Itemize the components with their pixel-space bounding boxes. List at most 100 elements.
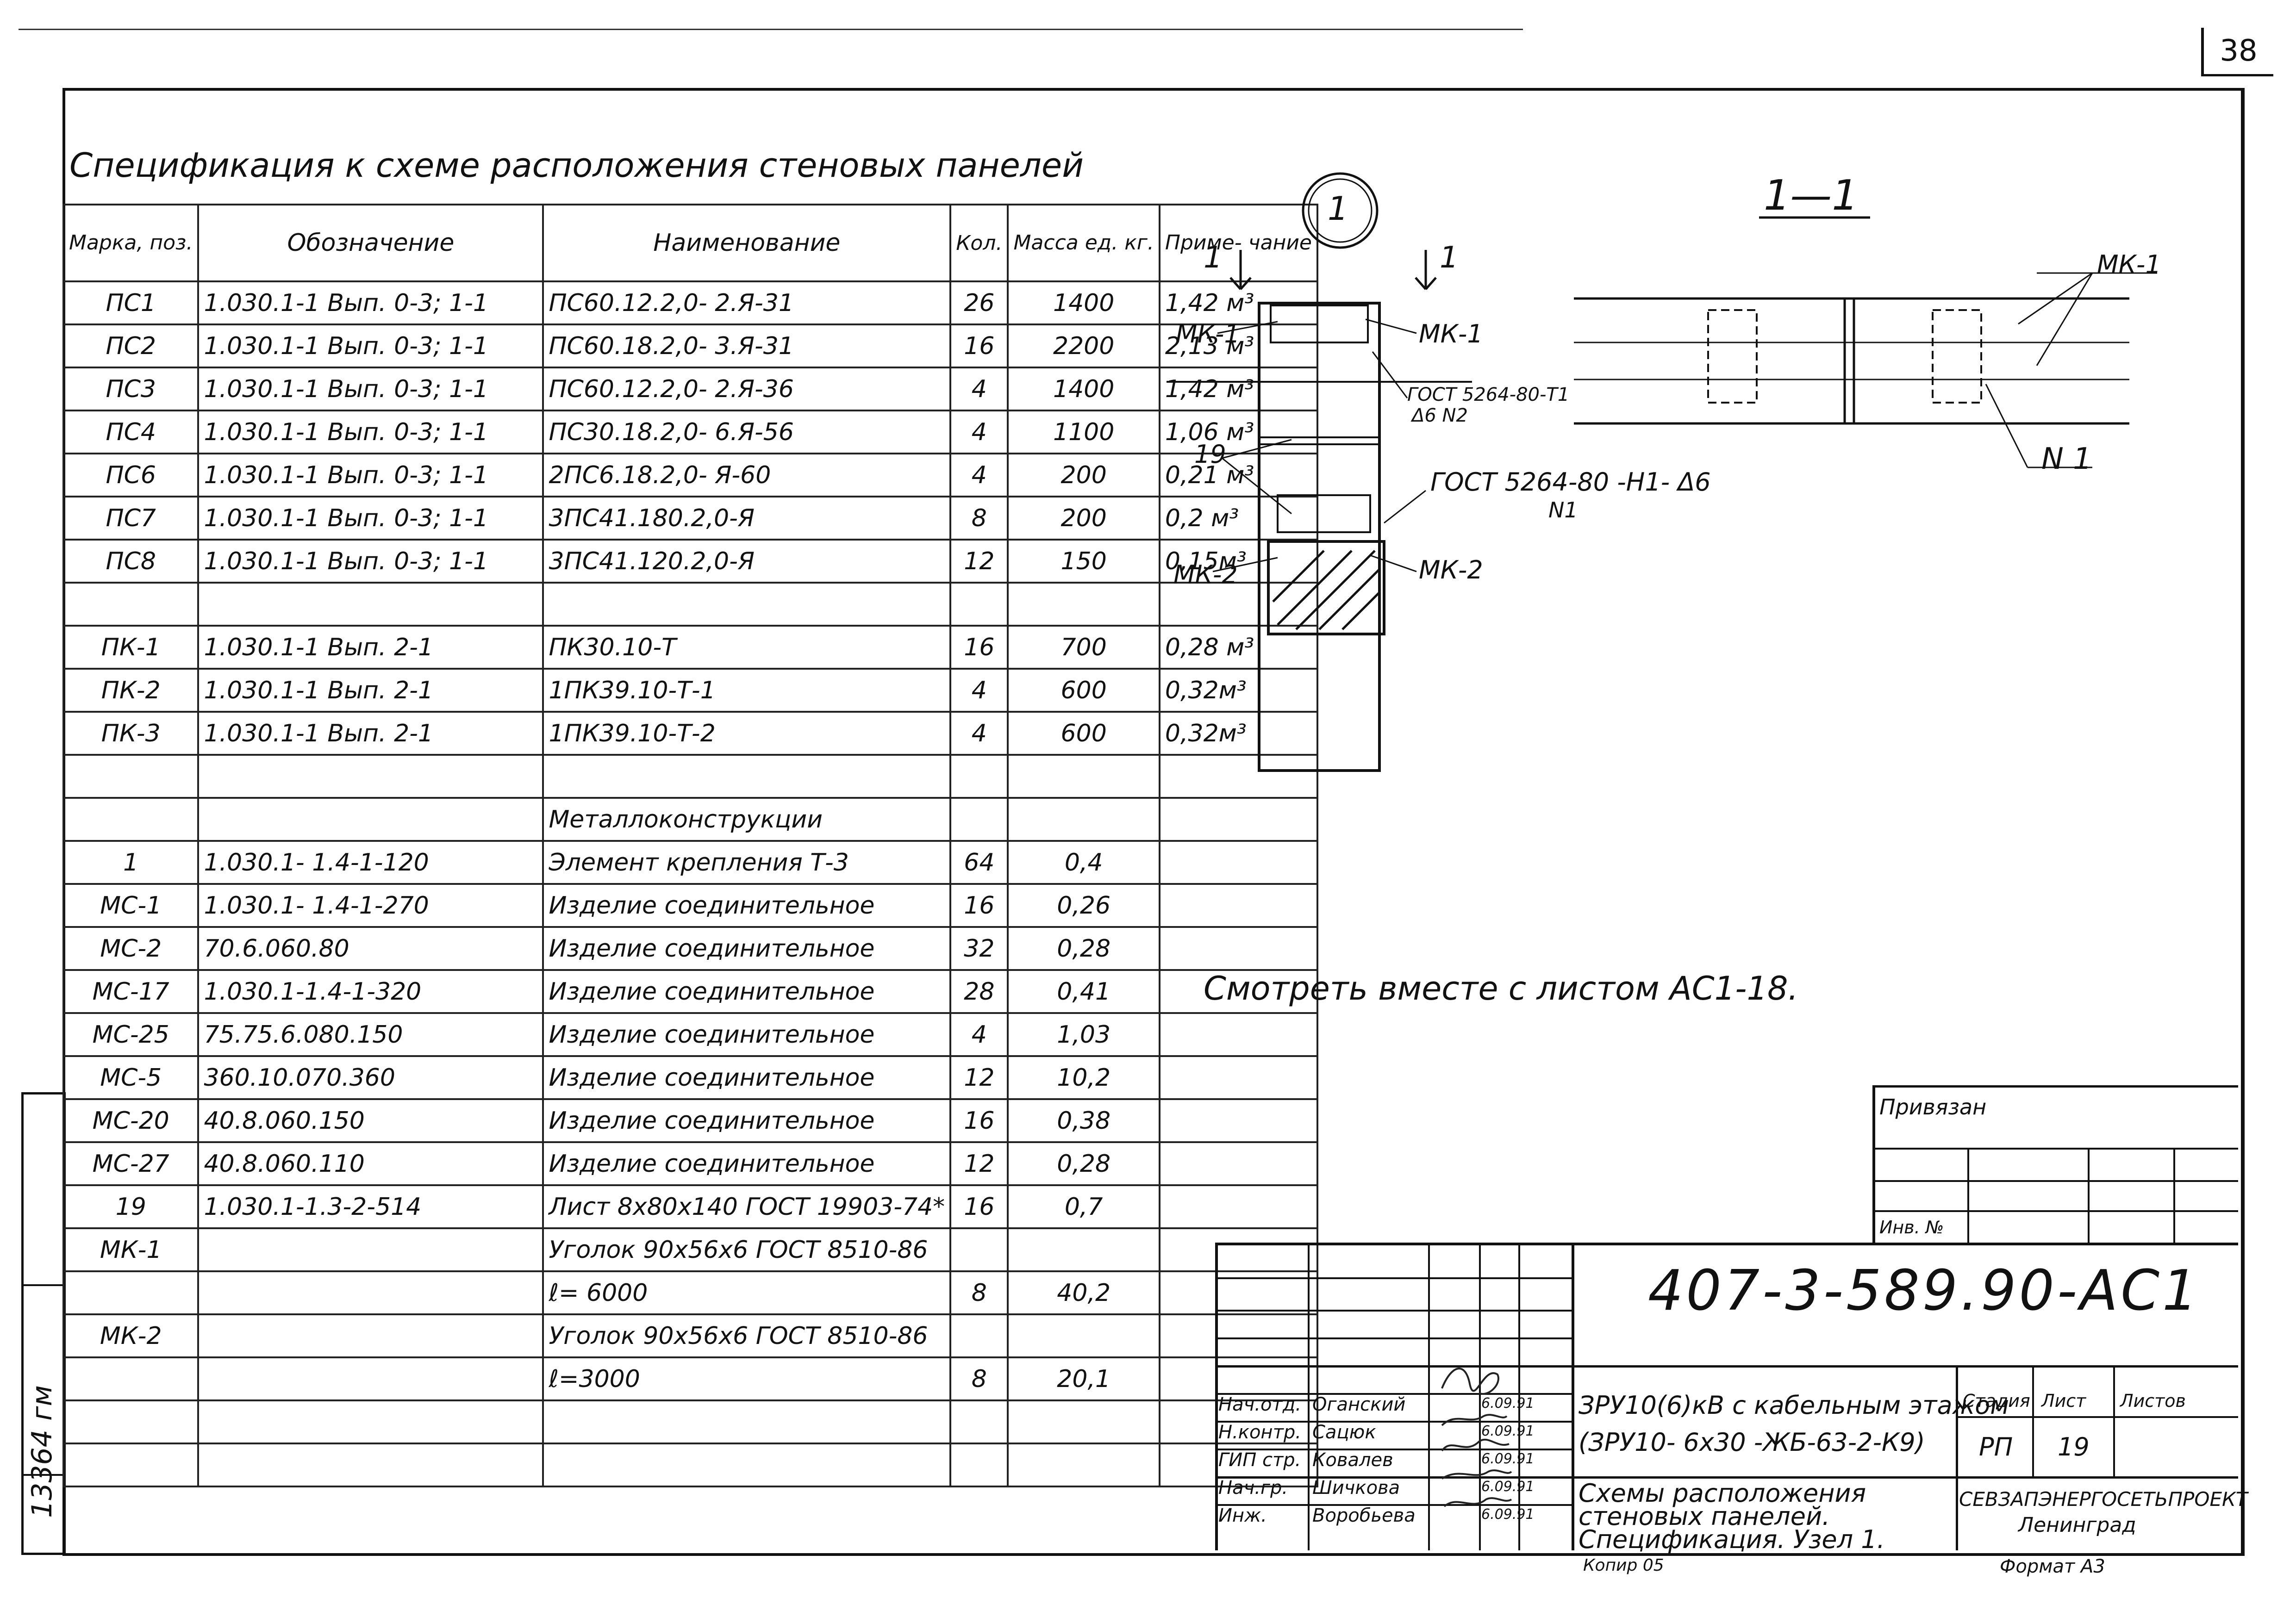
spec-cell-name: Элемент крепления Т-3	[542, 840, 952, 885]
spec-cell-mass: 0,28	[1007, 926, 1160, 971]
spec-cell-mark: ПС1	[62, 280, 200, 325]
spec-cell-note	[1158, 797, 1319, 842]
spec-cell-mark	[62, 1399, 200, 1444]
spec-cell-qty	[949, 1313, 1009, 1358]
spec-cell-name: 3ПС41.120.2,0-Я	[542, 539, 952, 584]
spec-cell-name: Изделие соединительное	[542, 883, 952, 928]
spec-cell-mark: ПС4	[62, 410, 200, 454]
spec-cell-designation: 1.030.1-1 Вып. 0-3; 1-1	[197, 367, 544, 411]
spec-cell-mass: 40,2	[1007, 1270, 1160, 1315]
organization-name: СЕВЗАПЭНЕРГОСЕТЬПРОЕКТ	[1959, 1488, 2248, 1511]
spec-cell-qty	[949, 582, 1009, 627]
spec-cell-name: Изделие соединительное	[542, 1098, 952, 1143]
spec-cell-qty	[949, 1227, 1009, 1272]
spec-cell-mass: 200	[1007, 496, 1160, 541]
spec-cell-qty: 16	[949, 883, 1009, 928]
spec-cell-mass	[1007, 1227, 1160, 1272]
role-1: Нач.отд.	[1218, 1394, 1302, 1415]
spec-cell-mark: МС-1	[62, 883, 200, 928]
label-gost-bottom-sub: N1	[1548, 497, 1578, 522]
spec-cell-designation: 1.030.1-1 Вып. 0-3; 1-1	[197, 539, 544, 584]
spec-cell-designation	[197, 1270, 544, 1315]
spec-cell-designation	[197, 582, 544, 627]
spec-cell-name	[542, 1399, 952, 1444]
spec-cell-qty	[949, 754, 1009, 799]
spec-cell-designation	[197, 1443, 544, 1487]
spec-cell-qty: 16	[949, 323, 1009, 368]
spec-cell-mass: 20,1	[1007, 1356, 1160, 1401]
spec-cell-name: ПС30.18.2,0- 6.Я-56	[542, 410, 952, 454]
spec-cell-qty: 4	[949, 453, 1009, 497]
spec-cell-mark: МС-25	[62, 1012, 200, 1057]
node-number: 1	[1328, 190, 1348, 228]
spec-cell-mark: ПС6	[62, 453, 200, 497]
spec-cell-note: 1,06 м³	[1158, 410, 1319, 454]
signatures	[1441, 1368, 1512, 1507]
header-qty: Кол.	[949, 204, 1009, 282]
spec-cell-mass	[1007, 754, 1160, 799]
role-5: Инж.	[1218, 1505, 1267, 1526]
cut-mark-left: 1	[1204, 241, 1223, 275]
spec-cell-note	[1158, 969, 1319, 1014]
spec-cell-mass: 10,2	[1007, 1055, 1160, 1100]
spec-cell-qty: 4	[949, 711, 1009, 756]
spec-row: Металлоконструкции	[62, 797, 1319, 842]
label-mk1-right: МК-1	[1419, 319, 1483, 348]
sheets-header: Листов	[2120, 1391, 2186, 1411]
spec-cell-designation: 75.75.6.080.150	[197, 1012, 544, 1057]
spec-cell-name: ℓ= 6000	[542, 1270, 952, 1315]
spec-cell-designation: 1.030.1-1.3-2-514	[197, 1184, 544, 1229]
spec-cell-mass: 600	[1007, 711, 1160, 756]
spec-cell-note	[1158, 1227, 1319, 1272]
spec-cell-mark: МС-17	[62, 969, 200, 1014]
node-circle	[1302, 172, 1379, 249]
side-strip-divider	[24, 1284, 63, 1286]
spec-row	[62, 1443, 1319, 1487]
spec-cell-designation: 40.8.060.110	[197, 1141, 544, 1186]
spec-cell-qty	[949, 1399, 1009, 1444]
spec-cell-name: 1ПК39.10-Т-2	[542, 711, 952, 756]
spec-cell-mass: 0,26	[1007, 883, 1160, 928]
spec-cell-mass	[1007, 582, 1160, 627]
spec-cell-qty: 26	[949, 280, 1009, 325]
spec-cell-designation: 1.030.1-1 Вып. 0-3; 1-1	[197, 280, 544, 325]
spec-cell-designation: 1.030.1-1 Вып. 2-1	[197, 625, 544, 670]
sheet-title-line-3: Спецификация. Узел 1.	[1578, 1525, 1885, 1554]
spec-cell-note	[1158, 883, 1319, 928]
spec-cell-designation: 360.10.070.360	[197, 1055, 544, 1100]
spec-cell-note: 0,32м³	[1158, 668, 1319, 713]
spec-cell-mass: 0,38	[1007, 1098, 1160, 1143]
spec-header-row: Марка, поз. Обозначение Наименование Кол…	[62, 204, 1319, 282]
spec-cell-mass: 1100	[1007, 410, 1160, 454]
spec-cell-mark: МС-27	[62, 1141, 200, 1186]
section-label: 1—1	[1764, 171, 1859, 220]
spec-cell-mass	[1007, 797, 1160, 842]
spec-cell-mark: ПК-1	[62, 625, 200, 670]
spec-cell-mark	[62, 1356, 200, 1401]
date-2: 6.09.91	[1481, 1423, 1535, 1439]
sheet-value: 19	[2058, 1432, 2090, 1461]
spec-cell-note	[1158, 582, 1319, 627]
name-5: Воробьева	[1312, 1505, 1416, 1526]
spec-cell-note: 2,13 м³	[1158, 323, 1319, 368]
spec-cell-qty: 16	[949, 1184, 1009, 1229]
spec-cell-mark: МК-1	[62, 1227, 200, 1272]
spec-cell-mass: 0,7	[1007, 1184, 1160, 1229]
spec-cell-qty: 8	[949, 1356, 1009, 1401]
spec-cell-mark	[62, 582, 200, 627]
spec-cell-name	[542, 1443, 952, 1487]
spec-cell-note	[1158, 1141, 1319, 1186]
spec-cell-designation	[197, 1313, 544, 1358]
spec-cell-designation: 1.030.1-1 Вып. 2-1	[197, 668, 544, 713]
spec-cell-note	[1158, 926, 1319, 971]
spec-cell-designation: 1.030.1-1 Вып. 0-3; 1-1	[197, 496, 544, 541]
spec-cell-note: 0,32м³	[1158, 711, 1319, 756]
date-4: 6.09.91	[1481, 1479, 1535, 1495]
label-mk1-plan: МК-1	[2097, 250, 2161, 279]
